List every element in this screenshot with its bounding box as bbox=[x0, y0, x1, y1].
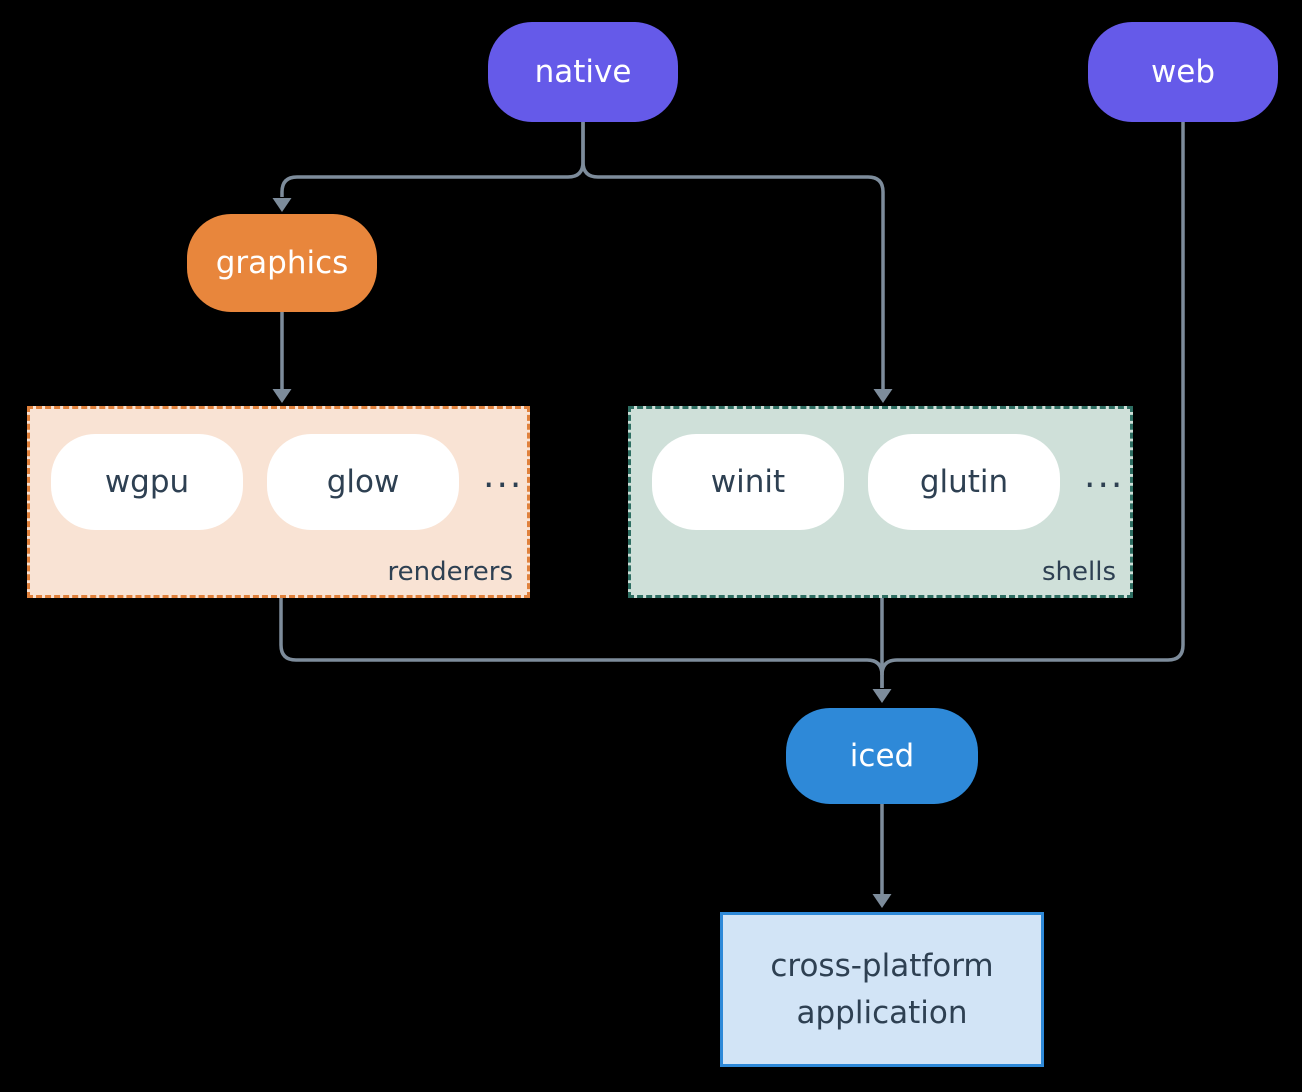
node-web-label: web bbox=[1150, 54, 1216, 90]
node-glutin-label: glutin bbox=[919, 464, 1009, 500]
node-glutin: glutin bbox=[868, 434, 1060, 530]
arrowhead-renderers bbox=[272, 389, 292, 403]
arrowhead-iced bbox=[872, 689, 892, 703]
node-native: native bbox=[488, 22, 678, 122]
renderers-ellipsis: ... bbox=[483, 454, 524, 496]
node-glow: glow bbox=[267, 434, 459, 530]
node-iced-label: iced bbox=[849, 738, 915, 774]
renderers-group-label: renderers bbox=[387, 557, 513, 587]
shells-group-label: shells bbox=[1041, 557, 1116, 587]
renderers-row: wgpu glow ... bbox=[30, 409, 527, 530]
group-shells: winit glutin ... shells bbox=[628, 406, 1133, 598]
node-winit: winit bbox=[652, 434, 844, 530]
edge-native-graphics bbox=[280, 122, 585, 197]
node-native-label: native bbox=[534, 54, 632, 90]
arrowhead-graphics bbox=[272, 198, 292, 212]
shells-ellipsis: ... bbox=[1084, 454, 1125, 496]
node-wgpu: wgpu bbox=[51, 434, 243, 530]
node-graphics: graphics bbox=[187, 214, 377, 312]
cross-platform-application-box: cross-platform application bbox=[720, 912, 1044, 1067]
node-glow-label: glow bbox=[326, 464, 400, 500]
edge-native-shells bbox=[581, 122, 885, 389]
group-renderers: wgpu glow ... renderers bbox=[27, 406, 530, 598]
edge-renderers-iced bbox=[279, 598, 884, 688]
node-web: web bbox=[1088, 22, 1278, 122]
node-winit-label: winit bbox=[710, 464, 786, 500]
application-label: cross-platform application bbox=[770, 948, 994, 1031]
arrowhead-application bbox=[872, 894, 892, 908]
node-graphics-label: graphics bbox=[215, 245, 349, 281]
shells-row: winit glutin ... bbox=[631, 409, 1130, 530]
node-wgpu-label: wgpu bbox=[104, 464, 190, 500]
node-iced: iced bbox=[786, 708, 978, 804]
arrowhead-shells bbox=[873, 389, 893, 403]
